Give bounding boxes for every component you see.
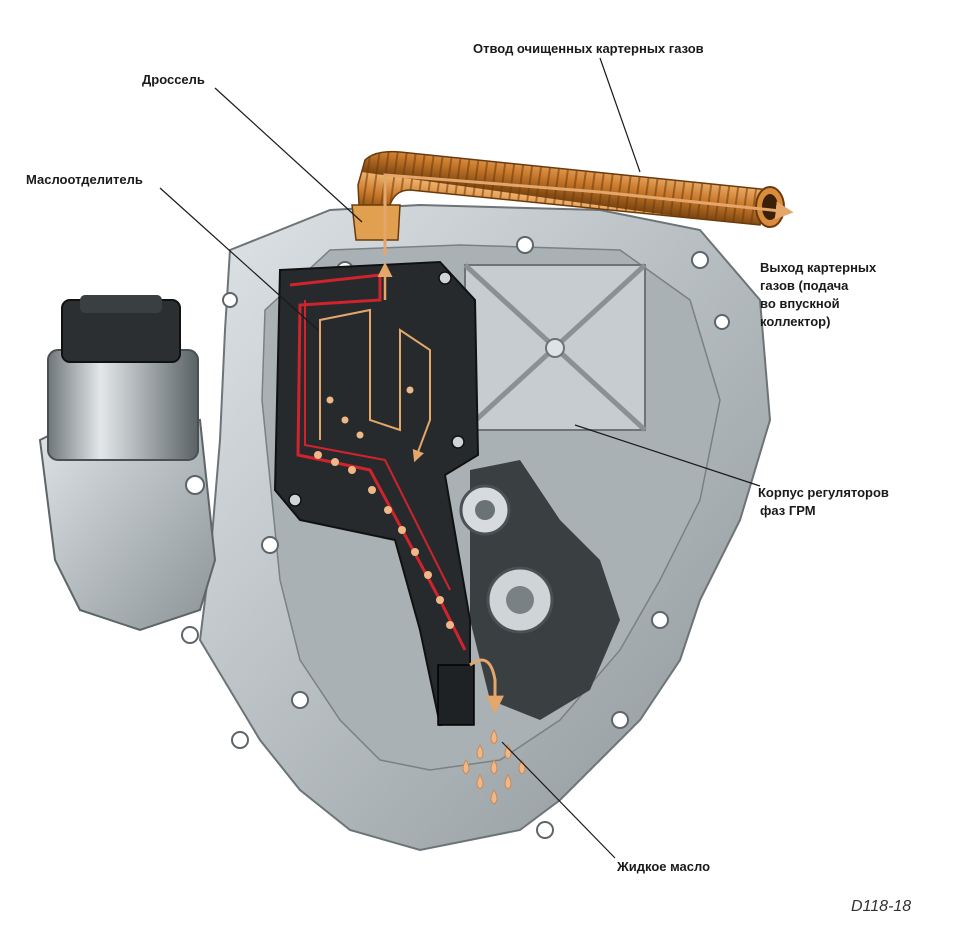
drain-tube xyxy=(437,664,475,726)
oil-separator xyxy=(273,260,504,727)
label-liquid-oil: Жидкое масло xyxy=(617,859,711,874)
separator-oil-droplets xyxy=(314,386,454,629)
outlet-flow-arrow xyxy=(383,173,794,255)
label-exit-line3: во впускной xyxy=(760,296,840,311)
label-exit: Выход картерных газов (подача во впускно… xyxy=(760,259,876,331)
oil-filter-housing xyxy=(38,295,217,632)
label-exit-line2: газов (подача xyxy=(760,278,849,293)
drain-flow-arrow xyxy=(469,658,504,714)
leader-lines xyxy=(159,57,761,859)
bolt-holes xyxy=(181,236,730,839)
throttle-fitting xyxy=(351,204,401,241)
label-exit-line1: Выход картерных xyxy=(760,260,877,275)
label-outlet-top: Отвод очищенных картерных газов xyxy=(473,41,704,56)
label-housing-line2: фаз ГРМ xyxy=(760,503,816,518)
label-drossel: Дроссель xyxy=(142,72,205,87)
crankcase-gas-outlet-pipe xyxy=(351,150,794,255)
label-exit-line4: коллектор) xyxy=(760,314,831,329)
label-housing: Корпус регуляторов фаз ГРМ xyxy=(758,484,889,520)
figure-code: D118-18 xyxy=(851,898,912,915)
phase-regulator-housing xyxy=(463,263,647,432)
label-separator: Маслоотделитель xyxy=(26,172,143,187)
gas-flow-path xyxy=(319,308,431,463)
label-housing-line1: Корпус регуляторов xyxy=(758,485,889,500)
